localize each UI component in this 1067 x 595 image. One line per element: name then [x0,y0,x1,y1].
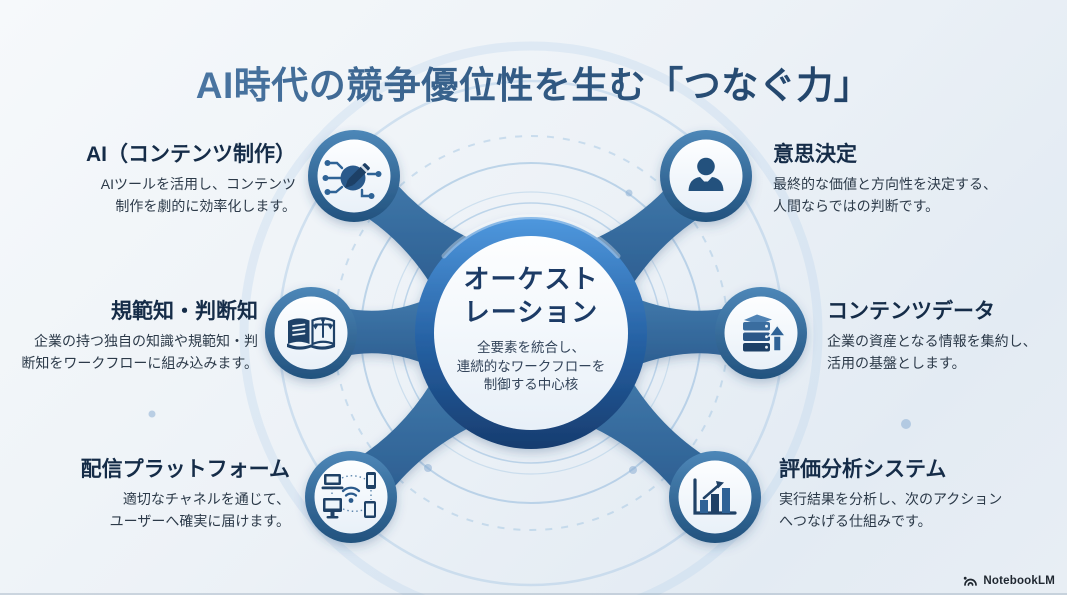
hub-title-line-1: オーケスト [463,264,599,294]
background-dots [148,189,911,474]
node-decision: 意思決定 最終的な価値と方向性を決定する、 人間ならではの判断です。 [773,142,997,217]
node-description-line: へつなげる仕組みです。 [779,513,932,529]
notebooklm-logo-icon [964,576,978,586]
page-title: AI時代の競争優位性を生む「つなぐ力」 [0,65,1067,107]
satellite-circle-decision [660,130,752,222]
hub-ring-highlight [441,214,621,259]
business-person-icon [688,157,724,191]
node-heading: AI（コンテンツ制作） [86,143,296,166]
connector-middle-right [632,297,732,367]
book-scales-icon [287,317,336,350]
node-ai-content: AI（コンテンツ制作） AIツールを活用し、コンテンツ 制作を劇的に効率化します… [86,142,296,217]
node-description-line: 実行結果を分析し、次のアクション [779,491,1003,507]
node-description-line: 企業の持つ独自の知識や規範知・判 [34,333,258,349]
node-description-line: ユーザーへ確実に届けます。 [109,513,290,529]
connected-devices-icon [321,472,376,519]
hub-description: 全要素を統合し、 連続的なワークフローを 制御する中心核 [381,339,681,395]
node-description-line: 制作を劇的に効率化します。 [115,198,296,214]
bar-chart-arrow-icon [693,478,737,515]
ai-pencil-circuit-icon [322,160,382,199]
hub-description-line: 連続的なワークフローを [456,358,606,374]
brand-name: NotebookLM [983,574,1055,587]
node-description-line: 最終的な価値と方向性を決定する、 [773,176,997,192]
database-upload-icon [743,314,788,352]
connector-middle-left [340,297,432,367]
node-heading: 規範知・判断知 [111,300,258,323]
node-heading: 配信プラットフォーム [80,458,290,481]
node-description-line: 企業の資産となる情報を集約し、 [827,333,1037,349]
hub-circle [415,217,647,449]
node-description-line: 断知をワークフローに組み込みます。 [21,355,258,371]
satellite-circle-distribution [305,451,397,543]
hub-description-line: 制御する中心核 [483,377,579,392]
node-description-line: 活用の基盤とします。 [827,355,966,371]
satellite-circle-knowledge [265,287,357,379]
node-knowledge: 規範知・判断知 企業の持つ独自の知識や規範知・判 断知をワークフローに組み込みま… [21,299,258,374]
node-description-line: 適切なチャネルを通じて、 [122,491,290,507]
node-analytics: 評価分析システム 実行結果を分析し、次のアクション へつなげる仕組みです。 [779,457,1002,532]
node-description-line: 人間ならではの判断です。 [773,198,940,214]
hub-text-block: オーケスト レーション 全要素を統合し、 連続的なワークフローを 制御する中心核 [381,263,681,395]
node-heading: コンテンツデータ [827,300,995,323]
node-heading: 評価分析システム [779,458,947,481]
node-content-data: コンテンツデータ 企業の資産となる情報を集約し、 活用の基盤とします。 [827,299,1037,374]
brand-footer: NotebookLM [963,574,1055,587]
node-distribution: 配信プラットフォーム 適切なチャネルを通じて、 ユーザーへ確実に届けます。 [81,457,290,532]
node-heading: 意思決定 [773,143,857,166]
node-description-line: AIツールを活用し、コンテンツ [100,176,296,192]
hub-title-line-2: レーション [463,297,599,327]
hub-description-line: 全要素を統合し、 [477,340,585,355]
